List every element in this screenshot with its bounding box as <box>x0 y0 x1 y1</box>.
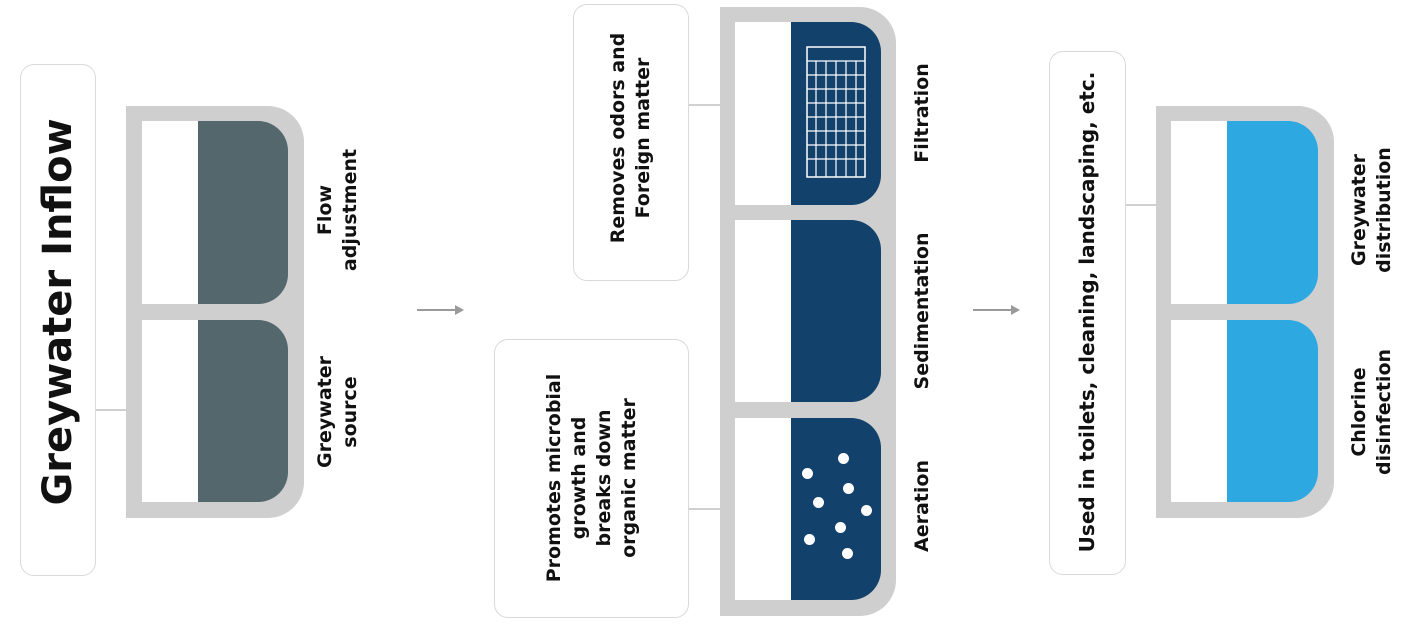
connector-line <box>1126 204 1156 206</box>
tank-flow-adjustment <box>198 121 288 304</box>
inflow-title: Greywater Inflow <box>35 118 81 506</box>
note-text: Promotes microbial growth and breaks dow… <box>543 373 640 583</box>
note-box <box>494 339 689 618</box>
connector-line <box>689 508 720 510</box>
tank-label: Chlorine disinfection <box>1348 348 1395 476</box>
tank-sedimentation <box>791 220 881 402</box>
tank-label: Greywater distribution <box>1348 147 1395 273</box>
inflow-title-box <box>20 64 96 576</box>
note-text: Used in toilets, cleaning, landscaping, … <box>1075 71 1099 553</box>
tank-label: Flow adjustment <box>314 148 361 272</box>
note-box <box>1049 51 1126 575</box>
flow-arrow <box>973 303 1020 317</box>
tank-label: Filtration <box>911 63 933 163</box>
note-text: Removes odors and Foreign matter <box>607 32 654 244</box>
tank-label: Greywater source <box>314 356 361 468</box>
note-box <box>573 4 689 281</box>
flow-arrow <box>417 303 464 317</box>
tank-label: Sedimentation <box>911 232 933 390</box>
connector-line <box>689 104 720 106</box>
tank-greywater-distribution <box>1227 121 1318 304</box>
tank-label: Aeration <box>911 460 933 552</box>
tank-chlorine-disinfection <box>1227 320 1318 502</box>
connector-line <box>96 409 126 411</box>
tank-greywater-source <box>198 320 288 502</box>
filter-grid-icon <box>806 46 866 178</box>
